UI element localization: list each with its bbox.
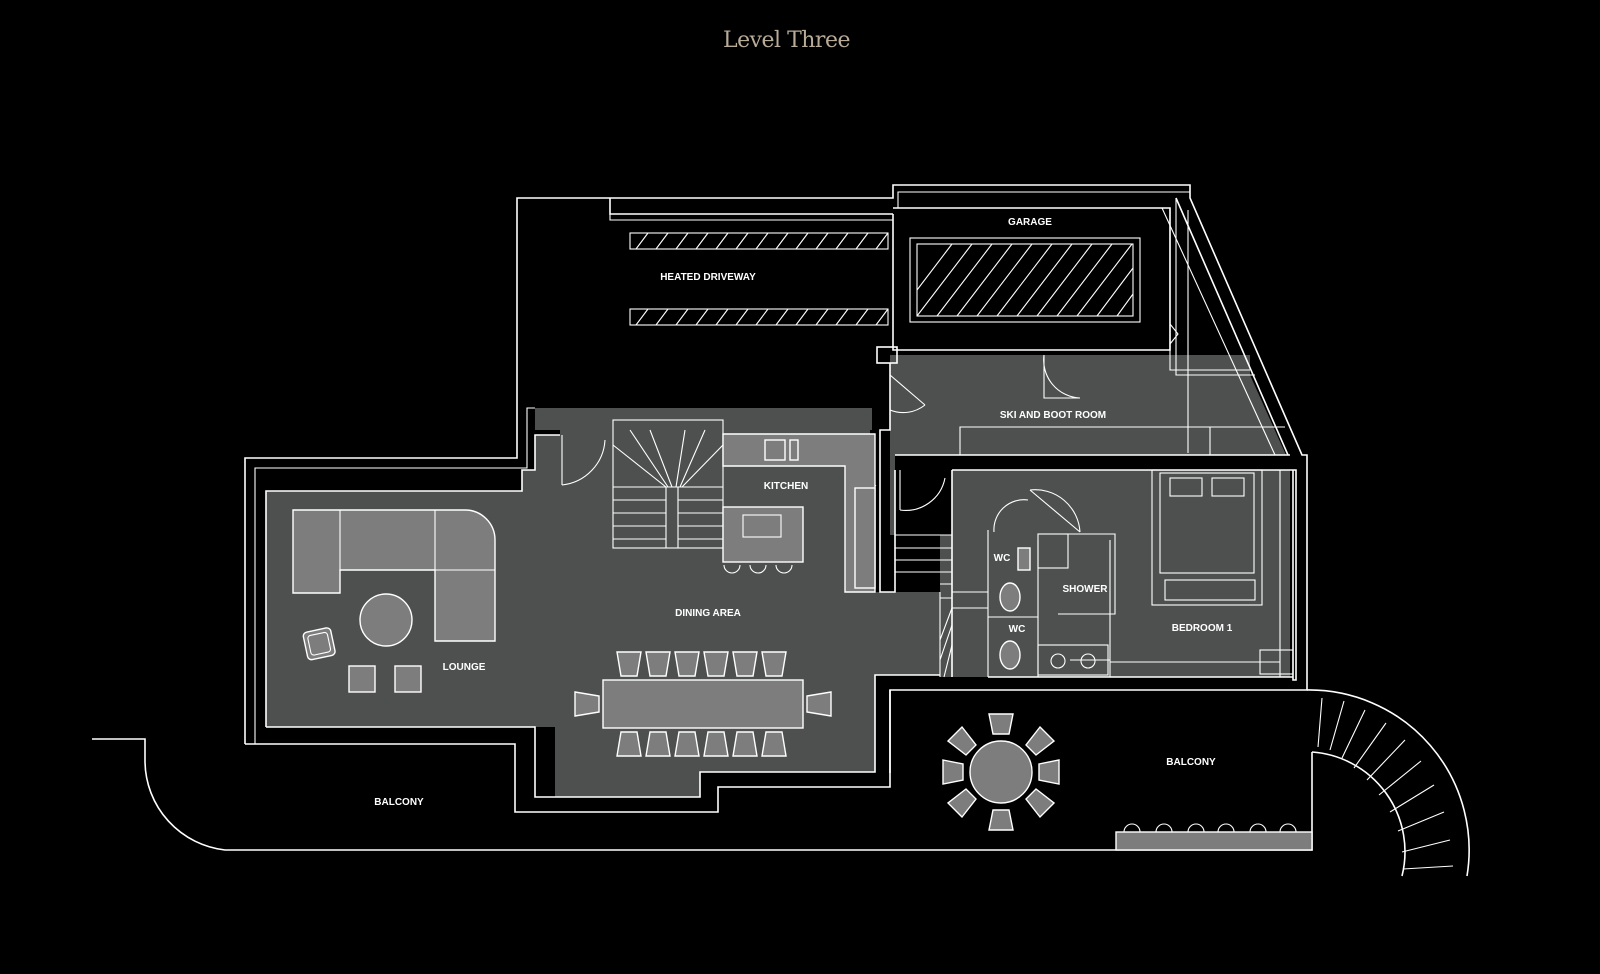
lounge-furniture (292, 509, 496, 693)
stair-treads (612, 429, 724, 548)
bedside-desk (1259, 649, 1294, 675)
driveway-top-wall (609, 198, 893, 215)
label-bedroom-1: BEDROOM 1 (1172, 623, 1233, 634)
sofa-seams (339, 510, 495, 571)
stair-box (612, 419, 724, 549)
kitchen-fridge (854, 487, 876, 589)
outer-wall-lower (245, 690, 891, 813)
curved-stair-treads (1317, 697, 1454, 870)
bench-end (1164, 579, 1256, 601)
round-table (969, 740, 1033, 804)
inner-wall-lounge (265, 434, 560, 727)
ottoman-right (394, 665, 422, 693)
balcony-bench (1115, 831, 1313, 851)
floor-fills (266, 355, 1290, 797)
staircase (612, 419, 988, 678)
vanity (1037, 644, 1109, 676)
coffee-table (359, 593, 413, 647)
column (876, 346, 898, 364)
label-ski-and-boot-room: SKI AND BOOT ROOM (1000, 410, 1106, 421)
label-balcony-right: BALCONY (1166, 757, 1216, 768)
left-balcony-outline (92, 738, 1313, 851)
garage-car (909, 237, 1141, 323)
car-outer (909, 237, 1141, 323)
island-hob (742, 514, 782, 538)
dining-chairs-ends (574, 691, 832, 717)
car-hatch (916, 243, 1134, 317)
basin-left (1050, 653, 1066, 669)
bedroom-inner-wall (1110, 470, 1281, 677)
hall-floor (535, 408, 872, 430)
dining-set (574, 651, 832, 757)
pillow-left (1169, 477, 1203, 497)
label-kitchen: KITCHEN (764, 481, 808, 492)
wc-toilet-lower (999, 640, 1021, 670)
round-table-set (942, 713, 1060, 831)
dining-chairs-bottom (616, 731, 787, 757)
label-dining-area: DINING AREA (675, 608, 741, 619)
shower-tray (1037, 533, 1069, 569)
door-ski-room (1043, 354, 1081, 399)
door-boot (1169, 323, 1179, 345)
bathroom-wall (987, 530, 1116, 678)
label-garage: GARAGE (1008, 217, 1052, 228)
slanted-wall (1175, 197, 1289, 456)
ski-boot-floor (890, 355, 1286, 535)
kitchen-units (722, 433, 876, 593)
label-balcony-left: BALCONY (374, 797, 424, 808)
door-stair-hall (561, 435, 606, 486)
wc-basin-upper (1017, 547, 1031, 571)
door-wc-upper (993, 499, 1029, 533)
garage-inner-wall (897, 191, 1190, 208)
door-kitchen (899, 470, 946, 511)
pillow-right (1211, 477, 1245, 497)
car-inner (916, 243, 1134, 317)
double-bed (1159, 472, 1255, 574)
curved-stair-inner (1311, 751, 1406, 877)
label-lounge: LOUNGE (443, 662, 486, 673)
slanted-wall-inner (1161, 207, 1276, 456)
driveway-inner-line (609, 214, 893, 221)
balcony-stools (1123, 823, 1297, 833)
dining-table (602, 679, 804, 729)
door-corridor (889, 374, 926, 414)
right-balcony-outline (1306, 689, 1470, 877)
driveway-strip-bottom (629, 308, 889, 326)
lower-stair-treads (895, 534, 988, 678)
round-table-chairs (942, 713, 1060, 831)
driveway-hatch-lines (635, 232, 889, 326)
driveway-hatch (629, 232, 889, 326)
wardrobe-frame (1151, 469, 1263, 606)
basin-right (1080, 653, 1096, 669)
kitchen-sink (764, 439, 786, 461)
kitchen-island (722, 506, 804, 563)
label-wc-upper: WC (994, 553, 1011, 564)
bathroom-fixtures (999, 533, 1109, 676)
walls (244, 184, 1308, 813)
balcony-outlines (92, 689, 1470, 877)
inner-wall-dining (266, 674, 940, 798)
outer-wall-inner-line (254, 407, 535, 744)
kitchen-tap (789, 439, 799, 461)
armchair (302, 627, 336, 661)
driveway-strip-top (629, 232, 889, 250)
doors (561, 323, 1179, 533)
label-heated-driveway: HEATED DRIVEWAY (660, 272, 756, 283)
ski-bench (959, 426, 1285, 455)
label-shower: SHOWER (1063, 584, 1109, 595)
bar-stools (723, 564, 793, 574)
room-labels: GARAGE HEATED DRIVEWAY SKI AND BOOT ROOM… (374, 217, 1232, 808)
garage-wall (892, 207, 1171, 351)
right-vertical-wall (1169, 198, 1255, 453)
wc-toilet-upper (999, 582, 1021, 612)
page-title: Level Three (722, 28, 851, 53)
label-wc-lower: WC (1009, 624, 1026, 635)
bedroom-furniture (1151, 469, 1294, 675)
door-wc (1029, 489, 1081, 533)
ottoman-left (348, 665, 376, 693)
dining-chairs-top (616, 651, 787, 677)
ski-room-bottom-wall (895, 454, 1290, 677)
sectional-sofa (292, 509, 496, 642)
